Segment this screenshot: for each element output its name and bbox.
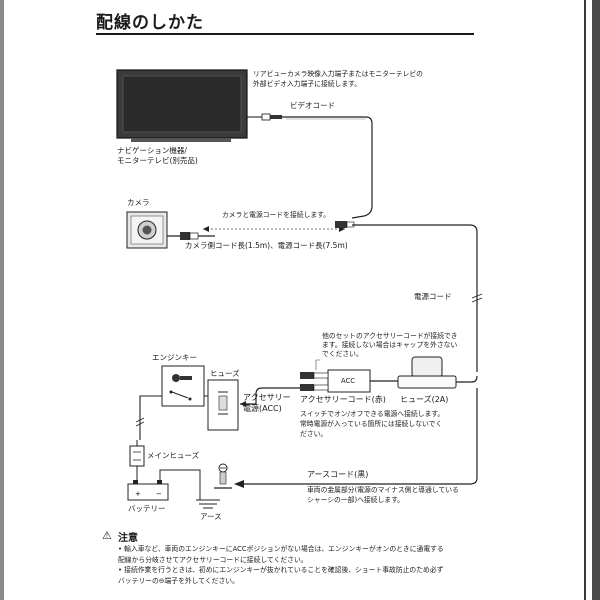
page-edge-right-line xyxy=(584,0,586,600)
caution-line-3: • 接続作業を行うときは、初めにエンジンキーが抜かれていることを確認後、ショート… xyxy=(118,566,444,574)
navi-label-line1: ナビゲーション機器/ xyxy=(117,146,187,155)
other-acc-note-line1: 他のセットのアクセサリーコードが接続でき xyxy=(322,332,458,340)
other-acc-note-line2: ます。接続しない場合はキャップを外さない xyxy=(322,341,458,349)
power-cord-connector xyxy=(335,221,355,228)
other-acc-note-line3: でください。 xyxy=(322,350,363,358)
camera-cord-note: カメラと電源コードを接続します。 xyxy=(222,211,331,219)
video-note-line1: リアビューカメラ映像入力端子またはモニターテレビの xyxy=(253,70,423,78)
video-cord-line xyxy=(282,116,373,219)
svg-text:−: − xyxy=(156,490,162,498)
switch-note-line2: 常時電源が入っている箇所には接続しないでく xyxy=(300,420,443,428)
earth-screw xyxy=(214,463,232,489)
video-note-line2: 外部ビデオ入力端子に接続します。 xyxy=(253,80,362,88)
fuse-2a-label: ヒューズ(2A) xyxy=(400,395,449,404)
caution-line-1: • 輸入車など、車両のエンジンキーにACCポジションがない場合は、エンジンキーが… xyxy=(118,545,444,553)
acc-power-label-line2: 電源(ACC) xyxy=(243,404,282,413)
earth-cord-line xyxy=(244,388,478,485)
switch-note-line1: スイッチでオン/オフできる電源へ接続します。 xyxy=(300,410,445,418)
caution-line-2: 配線から分岐させてアクセサリーコードに接続してください。 xyxy=(118,555,308,564)
power-cord-line xyxy=(352,224,478,372)
cord-length-label: カメラ側コード長(1.5m)、電源コード長(7.5m) xyxy=(185,241,348,250)
camera-label: カメラ xyxy=(127,198,150,207)
fuse-holder-2a xyxy=(397,356,457,389)
acc-cord-label: アクセサリーコード(赤) xyxy=(300,395,386,404)
monitor-device xyxy=(116,69,248,142)
switch-note-line3: ださい。 xyxy=(300,430,328,438)
svg-text:+: + xyxy=(135,490,141,498)
page-edge-left xyxy=(0,0,4,600)
caution-heading: 注意 xyxy=(118,533,138,544)
caution-text: • 輸入車など、車両のエンジンキーにACCポジションがない場合は、エンジンキーが… xyxy=(118,544,444,586)
engine-key-box xyxy=(161,365,205,407)
camera-device xyxy=(126,211,168,249)
video-connector xyxy=(247,113,282,121)
accessory-cap-connector xyxy=(300,372,329,391)
video-cord-label: ビデオコード xyxy=(290,101,335,110)
engine-key-label: エンジンキー xyxy=(152,353,197,362)
warning-icon: ⚠ xyxy=(102,529,112,542)
battery-label: バッテリー xyxy=(128,504,166,513)
chassis-note-line1: 車両の金属部分(電源のマイナス側と導通している xyxy=(307,486,459,494)
main-fuse-label: メインヒューズ xyxy=(147,451,200,460)
acc-box-label: ACC xyxy=(341,377,356,385)
earth-cord-label: アースコード(黒) xyxy=(307,470,369,479)
fuse-label: ヒューズ xyxy=(210,369,240,378)
title-underline xyxy=(96,33,474,35)
power-cord-label: 電源コード xyxy=(414,292,452,301)
page-edge-right xyxy=(592,0,600,600)
earth-ground xyxy=(196,499,220,509)
battery-device: + − xyxy=(127,480,169,501)
caution-line-4: バッテリーの⊖端子を外してください。 xyxy=(118,576,239,585)
earth-label: アース xyxy=(200,512,222,521)
navi-label-line2: モニターテレビ(別売品) xyxy=(117,156,198,165)
acc-power-label-line1: アクセサリー xyxy=(243,393,291,402)
page-title: 配線のしかた xyxy=(96,13,204,33)
main-fuse xyxy=(129,445,145,467)
chassis-note-line2: シャーシの一部)へ接続します。 xyxy=(307,496,404,504)
camera-cord-connector xyxy=(180,232,199,240)
fuse-box xyxy=(207,379,239,431)
